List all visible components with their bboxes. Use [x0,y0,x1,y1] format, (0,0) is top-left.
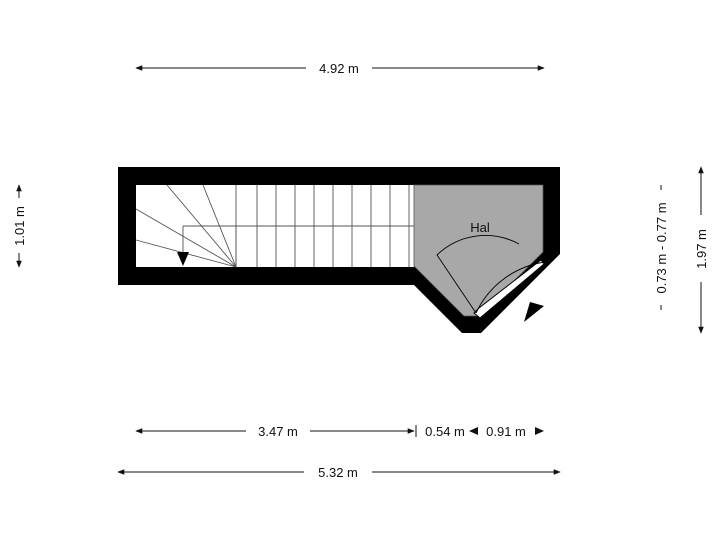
dim-label-bottom-1: 3.47 m [258,424,298,439]
dim-label-bottom-total: 5.32 m [318,465,358,480]
dim-label-bottom-3: 0.91 m [486,424,526,439]
triangle-down-icon [177,252,189,266]
staircase [135,184,414,268]
door[interactable] [436,235,546,319]
door-swing-arc [475,261,546,314]
dimension-right-inner: 0.73 m - 0.77 m [654,185,669,310]
dim-label-top: 4.92 m [319,61,359,76]
dimension-bottom-segments: 3.47 m 0.54 m 0.91 m [135,424,544,439]
dimension-right-total: 1.97 m [694,166,709,334]
dim-label-right-inner: 0.73 m - 0.77 m [654,202,669,293]
dimension-top: 4.92 m [135,61,545,76]
dimension-left: 1.01 m [12,184,27,268]
dimension-bottom-total: 5.32 m [117,465,561,480]
room-label-hal: Hal [470,220,490,235]
dim-label-right-total: 1.97 m [694,229,709,269]
dim-label-left: 1.01 m [12,206,27,246]
dim-label-bottom-2: 0.54 m [425,424,465,439]
entrance-arrow-icon [524,302,544,322]
